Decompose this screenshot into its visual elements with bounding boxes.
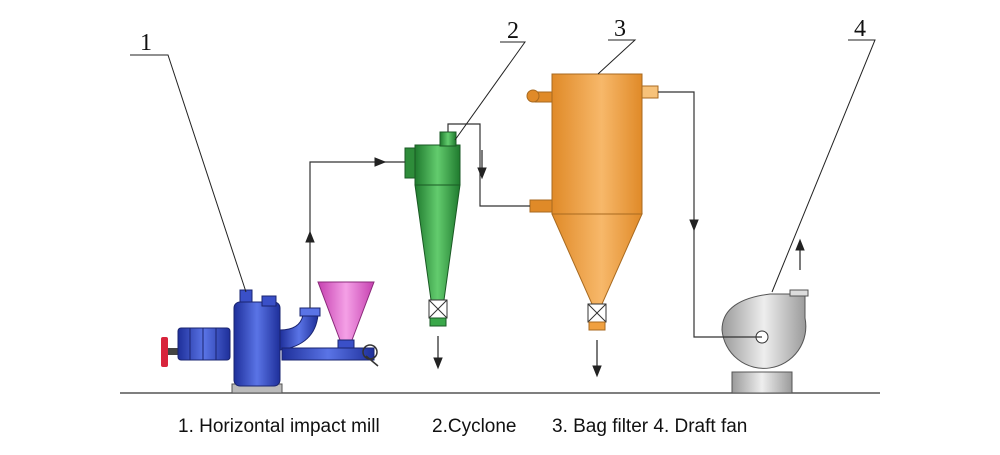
draft-fan xyxy=(721,289,809,394)
feed-hopper xyxy=(317,281,375,341)
callout-1: 1 xyxy=(140,30,152,56)
handwheel-icon xyxy=(161,337,168,367)
caption-mill: 1. Horizontal impact mill xyxy=(178,416,380,437)
horizontal-impact-mill xyxy=(161,281,379,394)
caption-filter-fan: 3. Bag filter 4. Draft fan xyxy=(552,416,747,437)
caption-cyclone: 2.Cyclone xyxy=(432,416,517,437)
callout-leaders xyxy=(130,39,876,293)
pipework xyxy=(309,91,762,338)
callout-3: 3 xyxy=(614,16,626,42)
flow-arrows xyxy=(305,150,805,378)
cyclone xyxy=(404,131,461,327)
bag-filter xyxy=(526,73,659,331)
callout-2: 2 xyxy=(507,18,519,44)
callout-4: 4 xyxy=(854,16,866,42)
